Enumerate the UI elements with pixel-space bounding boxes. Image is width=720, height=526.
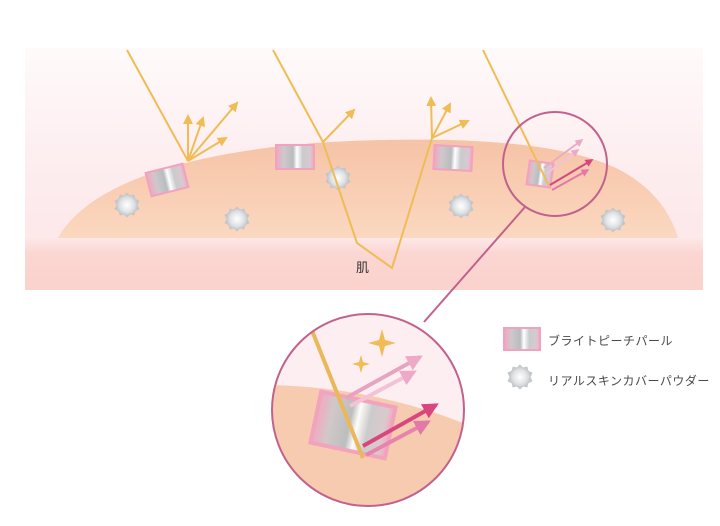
- makeup-layer: [58, 139, 678, 238]
- legend-item-powder: リアルスキンカバーパウダー: [500, 362, 720, 398]
- pearl-particles: [144, 143, 555, 198]
- light-ray-1: [126, 49, 239, 162]
- pearl-particle-icon: [432, 143, 474, 173]
- light-ray-2: [272, 49, 470, 270]
- sparkle-small-icon: [352, 355, 370, 373]
- legend-label-pearl: ブライトピーチパール: [548, 333, 674, 348]
- sparkle-large-icon: [368, 329, 396, 357]
- pearl-particle-icon: [144, 162, 190, 198]
- zoom-source-circle: [502, 111, 608, 217]
- skin-label: 肌: [356, 261, 370, 276]
- pearl-particle-icon: [500, 325, 540, 355]
- legend: ブライトピーチパール リアルスキンカバーパウダー: [500, 322, 720, 394]
- zoom-detail-circle: [271, 313, 465, 507]
- zoom-connector-line: [423, 206, 526, 323]
- pearl-particle-icon: [275, 144, 315, 170]
- legend-label-powder: リアルスキンカバーパウダー: [548, 373, 710, 388]
- skin-layer: [25, 238, 703, 290]
- legend-pearl-icon: [503, 327, 541, 351]
- legend-item-pearl: ブライトピーチパール: [500, 322, 720, 358]
- powder-particle-icon: [500, 365, 540, 395]
- light-ray-3: [482, 49, 594, 191]
